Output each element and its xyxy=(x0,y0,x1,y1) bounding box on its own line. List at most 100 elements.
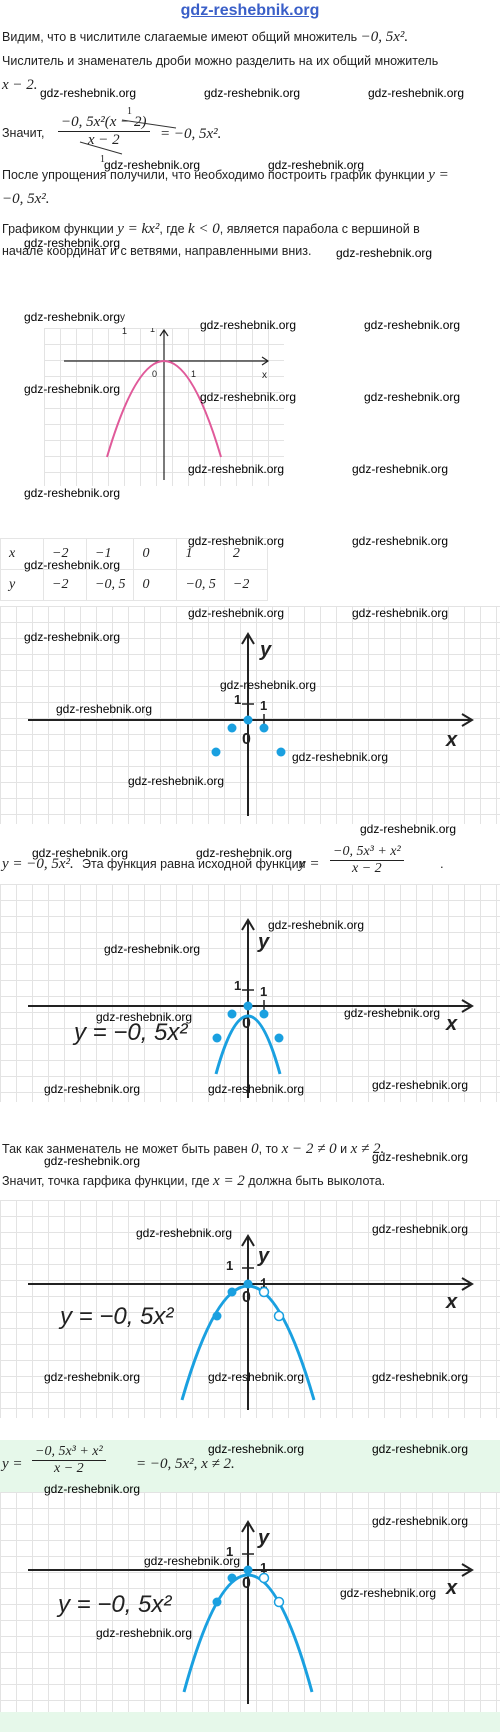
sketch-graph: y 1 0 1 x xyxy=(44,316,284,486)
watermark: gdz-reshebnik.org xyxy=(24,310,121,324)
watermark: gdz-reshebnik.org xyxy=(188,534,285,548)
math-x-eq-2: x = 2 xyxy=(213,1173,245,1189)
watermark: gdz-reshebnik.org xyxy=(372,1078,469,1092)
sketch-y-arrow xyxy=(159,328,169,337)
watermark: gdz-reshebnik.org xyxy=(136,1226,233,1240)
plot-curve-formula: y = −0, 5x² xyxy=(72,1019,188,1046)
plot-points-x-tick-label: 1 xyxy=(260,698,267,713)
math-answer-rest: = −0, 5x², x ≠ 2. xyxy=(136,1456,235,1472)
watermark: gdz-reshebnik.org xyxy=(352,462,449,476)
watermark: gdz-reshebnik.org xyxy=(24,236,121,250)
watermark: gdz-reshebnik.org xyxy=(24,486,121,500)
fraction-original-numerator: −0, 5x³ + x² xyxy=(330,844,404,861)
watermark: gdz-reshebnik.org xyxy=(40,86,137,100)
data-point-open xyxy=(258,1286,270,1298)
sketch-y-tick-label: 1 xyxy=(122,326,127,336)
fraction-original: −0, 5x³ + x² x − 2 xyxy=(330,844,404,877)
watermark: gdz-reshebnik.org xyxy=(24,630,121,644)
paragraph-parabola-2: начале координат и с ветвями, направленн… xyxy=(2,240,496,262)
cancel-strikes xyxy=(79,119,177,155)
watermark: gdz-reshebnik.org xyxy=(336,246,433,260)
watermark: gdz-reshebnik.org xyxy=(372,1514,469,1528)
plot-final-x-label: x xyxy=(445,1577,458,1599)
text-where: , где xyxy=(159,222,188,236)
data-point xyxy=(243,1001,253,1011)
plot-points-y-arrow xyxy=(241,632,255,645)
plot-points-y-label: y xyxy=(259,639,272,661)
watermark: gdz-reshebnik.org xyxy=(340,1586,437,1600)
paragraph-divide: Числитель и знаменатель дроби можно разд… xyxy=(2,50,496,72)
table-cell: −0, 5 xyxy=(176,569,225,601)
watermark: gdz-reshebnik.org xyxy=(360,822,457,836)
values-table-grid: x −2 −1 0 1 2 y −2 −0, 5 0 −0, 5 −2 xyxy=(0,538,268,601)
math-zero: 0 xyxy=(251,1141,259,1157)
data-point xyxy=(227,1287,237,1297)
plot-punctured: y x 1 1 0 y = −0, 5x² xyxy=(0,1200,500,1418)
watermark: gdz-reshebnik.org xyxy=(104,158,201,172)
watermark: gdz-reshebnik.org xyxy=(24,558,121,572)
watermark: gdz-reshebnik.org xyxy=(268,158,365,172)
data-point xyxy=(276,747,286,757)
watermark: gdz-reshebnik.org xyxy=(208,1370,305,1384)
watermark: gdz-reshebnik.org xyxy=(44,1082,141,1096)
plot-curve-y-label: y xyxy=(257,931,270,953)
math-y-func: y = −0, 5x². xyxy=(2,856,74,872)
table-cell: 0 xyxy=(133,538,178,570)
watermark: gdz-reshebnik.org xyxy=(24,382,121,396)
paragraph-parabola: Графиком функции y = kx², где k < 0, явл… xyxy=(2,218,496,240)
data-point-punctured xyxy=(273,1310,285,1322)
text-and: и xyxy=(336,1142,351,1156)
watermark: gdz-reshebnik.org xyxy=(96,1010,193,1024)
text-is-parabola: , является парабола с вершиной в xyxy=(219,222,420,236)
data-point xyxy=(211,747,221,757)
text-simplified: После упрощения получили, что необходимо… xyxy=(2,168,425,182)
paragraph-result: Значит, −0, 5x²(x − 2) x − 2 1 1 = −0, 5… xyxy=(2,106,496,165)
watermark: gdz-reshebnik.org xyxy=(220,678,317,692)
watermark: gdz-reshebnik.org xyxy=(344,1006,441,1020)
plot-punctured-x-label: x xyxy=(445,1291,458,1313)
math-answer-y-eq: y = xyxy=(2,1456,23,1472)
watermark: gdz-reshebnik.org xyxy=(44,1482,141,1496)
plot-final: y x 1 1 0 y = −0, 5x² xyxy=(0,1492,500,1712)
data-point xyxy=(212,1311,222,1321)
watermark: gdz-reshebnik.org xyxy=(364,318,461,332)
table-cell: 1 xyxy=(176,538,225,570)
sketch-x-arrow xyxy=(261,356,270,366)
plot-final-x-tick-label: 1 xyxy=(260,1560,267,1575)
sketch-y-label-outer: y xyxy=(120,306,150,329)
watermark: gdz-reshebnik.org xyxy=(368,86,465,100)
math-common-factor: −0, 5x². xyxy=(360,29,409,45)
watermark: gdz-reshebnik.org xyxy=(96,1626,193,1640)
paragraph-common-factor: Видим, что в числитиле слагаемые имеют о… xyxy=(2,26,496,48)
plot-final-y-arrow xyxy=(241,1520,255,1533)
text-common-factor: Видим, что в числитиле слагаемые имеют о… xyxy=(2,30,361,44)
site-header-link[interactable]: gdz-reshebnik.org xyxy=(180,2,320,19)
watermark: gdz-reshebnik.org xyxy=(372,1442,469,1456)
data-point xyxy=(227,723,237,733)
paragraph-simplified-math: −0, 5x². xyxy=(2,188,496,210)
watermark: gdz-reshebnik.org xyxy=(204,86,301,100)
data-point xyxy=(212,1597,222,1607)
plot-final-formula: y = −0, 5x² xyxy=(56,1591,172,1618)
plot-curve-x-label: x xyxy=(445,1013,458,1035)
watermark: gdz-reshebnik.org xyxy=(104,942,201,956)
plot-final-y-label: y xyxy=(257,1527,270,1549)
data-point xyxy=(212,1033,222,1043)
plot-curve-parabola xyxy=(214,1014,282,1075)
fraction-denominator: x − 2 xyxy=(87,132,120,148)
math-result: = −0, 5x². xyxy=(160,126,222,142)
watermark: gdz-reshebnik.org xyxy=(200,390,297,404)
table-cell: −2 xyxy=(223,569,268,601)
plot-punctured-x-arrow xyxy=(461,1277,474,1291)
table-cell: −0, 5 xyxy=(85,569,135,601)
data-point xyxy=(243,1565,253,1575)
table-cell: −1 xyxy=(85,538,135,570)
watermark: gdz-reshebnik.org xyxy=(372,1370,469,1384)
watermark: gdz-reshebnik.org xyxy=(56,702,153,716)
text-divide: Числитель и знаменатель дроби можно разд… xyxy=(2,54,439,68)
plot-final-parabola xyxy=(182,1573,314,1693)
plot-points-svg: y x 1 1 0 xyxy=(28,632,474,816)
watermark: gdz-reshebnik.org xyxy=(200,318,297,332)
paragraph-simplified: После упрощения получили, что необходимо… xyxy=(2,164,496,186)
watermark: gdz-reshebnik.org xyxy=(32,846,129,860)
